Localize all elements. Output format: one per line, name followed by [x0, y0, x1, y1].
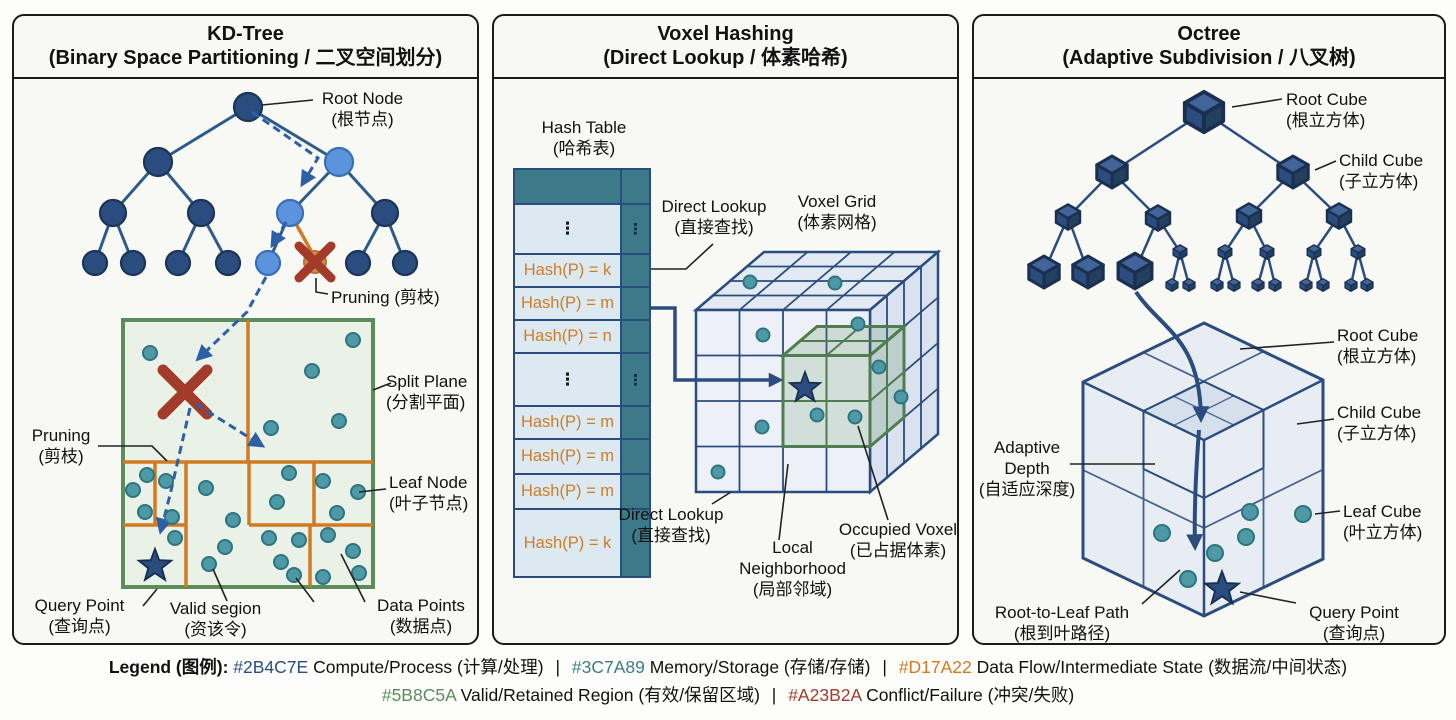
label-valid-region: Valid segion (资该令)	[169, 599, 262, 639]
legend: Legend (图例): #2B4C7E Compute/Process (计算…	[0, 653, 1456, 709]
hash-cell: ⋮	[515, 205, 620, 253]
label-child-cube-tree: Child Cube (子立方体)	[1339, 151, 1424, 191]
label-local-neighborhood: Local Neighborhood (局部邻域)	[739, 538, 846, 599]
hash-pointer-cell	[620, 407, 649, 438]
label-query-point-kd: Query Point (查询点)	[34, 596, 125, 636]
label-pruning-node: Pruning (剪枝)	[331, 288, 440, 307]
hash-cell: Hash(P) = k	[515, 510, 620, 576]
legend-label-valid: Valid/Retained Region (有效/保留区域)	[460, 685, 760, 705]
hash-table-row: Hash(P) = m	[515, 473, 649, 508]
legend-hex-valid: #5B8C5A	[381, 685, 456, 705]
label-root-to-leaf-path: Root-to-Leaf Path (根到叶路径)	[994, 603, 1130, 643]
hash-table-row: Hash(P) = k	[515, 508, 649, 576]
hash-table-row: Hash(P) = k	[515, 253, 649, 286]
legend-label-compute: Compute/Process (计算/处理)	[313, 657, 544, 677]
octree-title-en: Octree	[1177, 23, 1241, 45]
hash-cell: Hash(P) = k	[515, 255, 620, 286]
label-child-cube-side: Child Cube (子立方体)	[1337, 403, 1422, 443]
kdtree-title-en: KD-Tree	[207, 23, 284, 45]
legend-hex-compute: #2B4C7E	[233, 657, 309, 677]
label-root-node: Root Node (根节点)	[321, 89, 404, 129]
hash-table: ⋮ ⋮ Hash(P) = k Hash(P) = m Hash(P) = n …	[513, 168, 651, 578]
label-occupied-voxel: Occupied Voxel (已占据体素)	[838, 520, 958, 560]
hash-cell: Hash(P) = n	[515, 321, 620, 352]
hash-pointer-cell	[620, 288, 649, 319]
kdtree-title: KD-Tree (Binary Space Partitioning / 二叉空…	[14, 16, 477, 79]
hash-table-row: ⋮ ⋮	[515, 203, 649, 253]
label-pruning-region: Pruning (剪枝)	[31, 426, 91, 466]
voxel-title: Voxel Hashing (Direct Lookup / 体素哈希)	[494, 16, 957, 79]
legend-separator: |	[555, 657, 560, 677]
octree-title: Octree (Adaptive Subdivision / 八叉树)	[974, 16, 1444, 79]
legend-label-dataflow: Data Flow/Intermediate State (数据流/中间状态)	[976, 657, 1348, 677]
hash-cell: Hash(P) = m	[515, 288, 620, 319]
hash-pointer-cell	[620, 440, 649, 473]
legend-label-memory: Memory/Storage (存储/存储)	[649, 657, 871, 677]
legend-hex-conflict: #A23B2A	[788, 685, 862, 705]
hash-pointer-cell: ⋮	[620, 205, 649, 253]
label-direct-lookup-bottom: Direct Lookup (直接查找)	[618, 505, 724, 545]
octree-title-sub: (Adaptive Subdivision / 八叉树)	[1062, 47, 1356, 69]
hash-pointer-cell	[620, 475, 649, 508]
hash-cell: Hash(P) = m	[515, 440, 620, 473]
label-split-plane: Split Plane (分割平面)	[386, 372, 468, 412]
hash-cell	[515, 170, 620, 203]
label-voxel-grid: Voxel Grid (体素网格)	[797, 192, 877, 232]
legend-line-2: #5B8C5A Valid/Retained Region (有效/保留区域) …	[0, 681, 1456, 709]
hash-table-row: Hash(P) = m	[515, 438, 649, 473]
legend-line-1: Legend (图例): #2B4C7E Compute/Process (计算…	[0, 653, 1456, 681]
kdtree-title-sub: (Binary Space Partitioning / 二叉空间划分)	[48, 47, 443, 69]
hash-cell: Hash(P) = m	[515, 407, 620, 438]
hash-cell: ⋮	[515, 354, 620, 405]
hash-pointer-cell	[620, 170, 649, 203]
hash-table-header-row	[515, 170, 649, 203]
hash-pointer-cell	[620, 321, 649, 352]
hash-pointer-cell	[620, 510, 649, 576]
legend-hex-dataflow: #D17A22	[898, 657, 972, 677]
label-root-cube-tree: Root Cube (根立方体)	[1286, 90, 1368, 130]
hash-table-row: Hash(P) = n	[515, 319, 649, 352]
legend-label-conflict: Conflict/Failure (冲突/失败)	[866, 685, 1075, 705]
hash-pointer-cell: ⋮	[620, 354, 649, 405]
hash-table-row: ⋮ ⋮	[515, 352, 649, 405]
hash-table-row: Hash(P) = m	[515, 286, 649, 319]
label-data-points: Data Points (数据点)	[377, 596, 465, 636]
label-adaptive-depth: Adaptive Depth (自适应深度)	[978, 438, 1076, 499]
label-query-point-octree: Query Point (查询点)	[1309, 603, 1399, 643]
label-direct-lookup-top: Direct Lookup (直接查找)	[661, 197, 767, 237]
label-root-cube-side: Root Cube (根立方体)	[1337, 326, 1419, 366]
label-hash-table: Hash Table (哈希表)	[541, 118, 627, 158]
legend-separator: |	[771, 685, 777, 705]
label-leaf-node: Leaf Node (叶子节点)	[389, 473, 469, 513]
voxel-title-sub: (Direct Lookup / 体素哈希)	[603, 47, 848, 69]
hash-table-row: Hash(P) = m	[515, 405, 649, 438]
legend-hex-memory: #3C7A89	[571, 657, 645, 677]
voxel-title-en: Voxel Hashing	[657, 23, 794, 45]
label-leaf-cube: Leaf Cube (叶立方体)	[1343, 502, 1423, 542]
hash-pointer-cell	[620, 255, 649, 286]
legend-prefix: Legend (图例):	[108, 657, 229, 677]
hash-cell: Hash(P) = m	[515, 475, 620, 508]
legend-separator: |	[882, 657, 887, 677]
